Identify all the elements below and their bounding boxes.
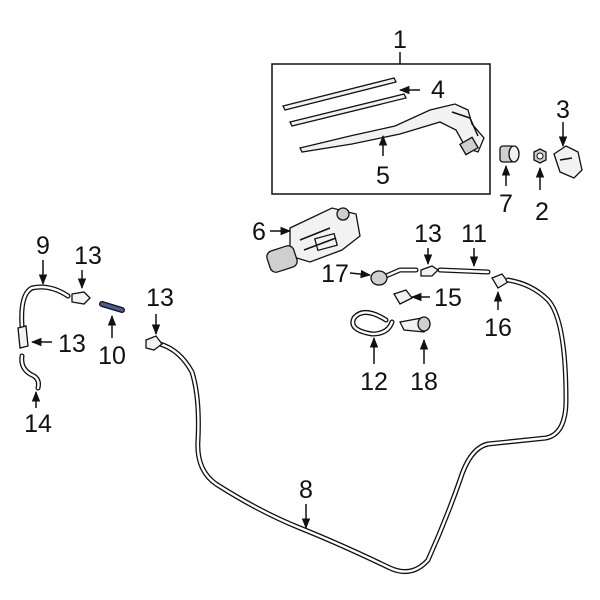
part-18-washer-nozzle (399, 316, 431, 364)
part-7-cap-nut (499, 145, 520, 186)
part-12-hose-loop (350, 310, 395, 364)
callout-14: 14 (24, 410, 52, 438)
part-9-hose (19, 260, 71, 329)
callout-13-upper-right: 13 (414, 220, 442, 248)
callout-10: 10 (98, 342, 126, 370)
callout-3: 3 (556, 96, 570, 124)
callout-4: 4 (431, 76, 445, 104)
callout-13-center: 13 (146, 284, 174, 312)
wiper-blade-refills (282, 77, 407, 127)
callout-9: 9 (36, 232, 50, 260)
part-14-hose (19, 353, 41, 408)
part-13-connector-center (145, 314, 163, 351)
callout-2: 2 (535, 198, 549, 226)
callout-13-left-bottom: 13 (58, 330, 86, 358)
callout-6: 6 (252, 218, 266, 246)
part-13-connector-left-bottom (17, 325, 52, 349)
callout-5: 5 (376, 162, 390, 190)
part-3-cover-cap (553, 122, 583, 179)
callout-18: 18 (410, 368, 438, 396)
part-17-grommet-hose (349, 267, 419, 286)
part-15-check-valve (393, 289, 430, 305)
callout-11: 11 (461, 220, 487, 248)
wiper-arm-assembly (271, 52, 491, 195)
callout-16: 16 (484, 314, 512, 342)
assembly-box (271, 63, 491, 195)
wiper-arm (299, 103, 485, 156)
part-8-washer-hose (157, 277, 569, 575)
callout-17: 17 (321, 260, 349, 288)
callout-8: 8 (299, 476, 313, 504)
part-13-connector-left-top (71, 270, 91, 305)
part-6-wiper-motor (266, 207, 361, 273)
callout-12: 12 (360, 368, 388, 396)
part-13-connector-upper-right (420, 248, 440, 277)
part-10-highlighted-hose (99, 301, 125, 338)
part-11-hose-segment (437, 248, 491, 275)
callout-7: 7 (499, 190, 513, 218)
callout-13-left-top: 13 (74, 242, 102, 270)
part-2-nut (533, 148, 547, 190)
callout-1: 1 (393, 26, 407, 54)
callout-15: 15 (434, 284, 462, 312)
